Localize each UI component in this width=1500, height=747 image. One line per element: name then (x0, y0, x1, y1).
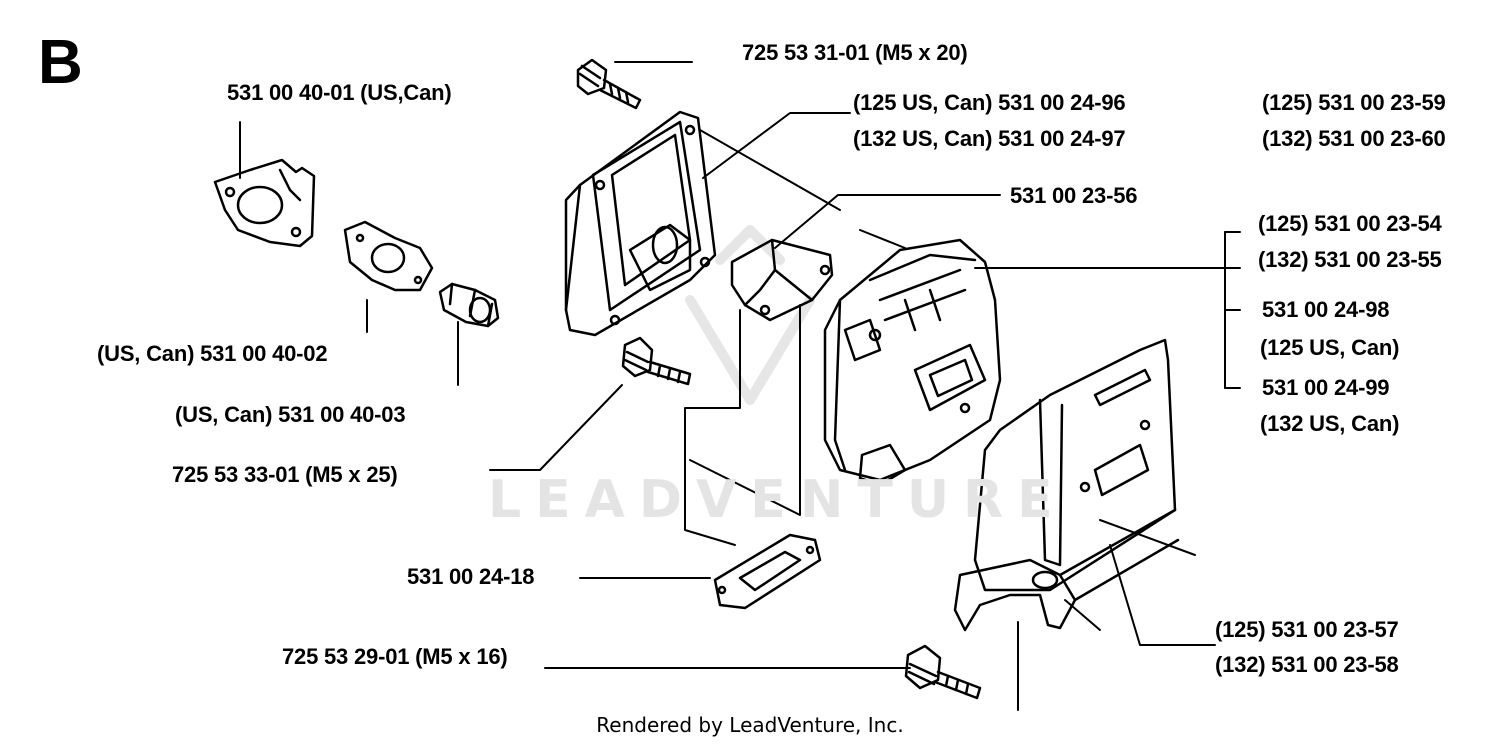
watermark-logo (685, 225, 815, 405)
label-body-us-132-part: 531 00 24-99 (1262, 375, 1390, 400)
bracket-icon (730, 238, 834, 322)
label-body-us-132-note: (132 US, Can) (1260, 411, 1400, 436)
label-cover-125: (125 US, Can) 531 00 24-96 (853, 90, 1126, 115)
label-body-us-125-part: 531 00 24-98 (1262, 297, 1390, 322)
nut-icon (438, 282, 500, 328)
label-gasket-us-can: (US, Can) 531 00 40-02 (97, 341, 328, 366)
flange-gasket-icon (213, 158, 316, 248)
muffler-cover-icon (564, 110, 717, 337)
label-plate-125: (125) 531 00 23-57 (1215, 617, 1399, 642)
heat-shield-plate-icon (953, 338, 1180, 632)
muffler-body-icon (823, 238, 1002, 487)
label-bracket: 531 00 23-56 (1010, 183, 1138, 208)
label-screw-m5x25: 725 53 33-01 (M5 x 25) (172, 462, 398, 487)
watermark-text: LEADVENTURE (488, 470, 1067, 530)
label-plate-132: (132) 531 00 23-58 (1215, 652, 1399, 677)
footer-credit: Rendered by LeadVenture, Inc. (596, 713, 904, 737)
gasket-us-can-icon (343, 220, 434, 292)
label-cover-132: (132 US, Can) 531 00 24-97 (853, 126, 1126, 151)
label-flange-us-can: 531 00 40-01 (US,Can) (227, 80, 452, 105)
label-screw-m5x20: 725 53 31-01 (M5 x 20) (742, 40, 968, 65)
screw-m5x20-icon (576, 58, 642, 110)
label-screw-m5x16: 725 53 29-01 (M5 x 16) (282, 644, 508, 669)
label-body-125: (125) 531 00 23-54 (1258, 211, 1442, 236)
label-body-132: (132) 531 00 23-55 (1258, 247, 1442, 272)
exhaust-gasket-icon (713, 533, 822, 610)
label-exhaust-gasket: 531 00 24-18 (407, 564, 535, 589)
label-body-us-125-note: (125 US, Can) (1260, 335, 1400, 360)
label-nut-us-can: (US, Can) 531 00 40-03 (175, 402, 406, 427)
label-muffler-125: (125) 531 00 23-59 (1262, 90, 1446, 115)
label-muffler-132: (132) 531 00 23-60 (1262, 126, 1446, 151)
screw-m5x25-icon (621, 336, 692, 386)
screw-m5x16-icon (904, 644, 982, 700)
section-letter: B (38, 28, 83, 97)
leader-lines (239, 61, 1241, 711)
